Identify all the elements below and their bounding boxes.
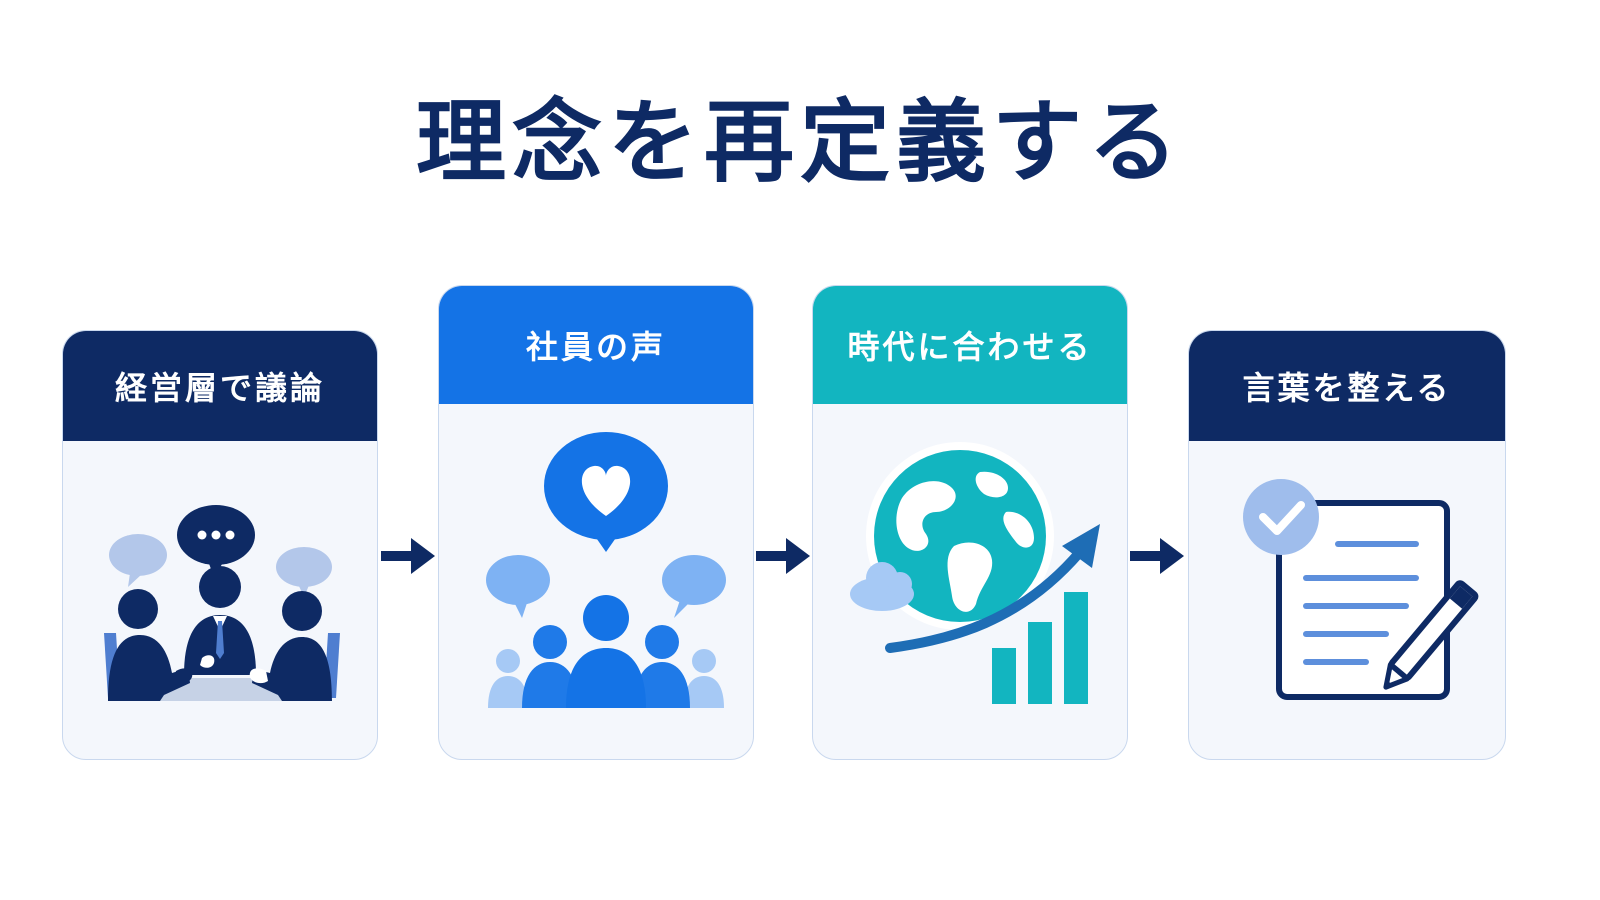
step-icon-area-4 (1189, 441, 1505, 759)
step-header-2: 社員の声 (439, 286, 753, 404)
document-checkmark-pen-icon (1243, 479, 1479, 700)
step-icon-area-1 (63, 441, 377, 759)
step-icon-area-2 (439, 404, 753, 759)
meeting-discussion-icon (104, 505, 340, 701)
arrow-right-icon (381, 538, 435, 574)
page-title: 理念を再定義する (416, 90, 1184, 195)
arrow-right-icon (1130, 538, 1184, 574)
employee-voice-heart-icon (486, 432, 726, 708)
step-card-2: 社員の声 (438, 285, 754, 760)
step-icon-area-3 (813, 404, 1127, 759)
step-card-3: 時代に合わせる (812, 285, 1128, 760)
step-label-4: 言葉を整える (1242, 369, 1452, 407)
step-header-4: 言葉を整える (1189, 331, 1505, 441)
step-label-2: 社員の声 (525, 328, 666, 366)
globe-growth-chart-icon (850, 442, 1100, 704)
arrow-right-icon (756, 538, 810, 574)
step-card-1: 経営層で議論 (62, 330, 378, 760)
step-label-3: 時代に合わせる (847, 328, 1093, 366)
step-header-3: 時代に合わせる (813, 286, 1127, 404)
step-card-4: 言葉を整える (1188, 330, 1506, 760)
step-label-1: 経営層で議論 (114, 369, 325, 407)
step-header-1: 経営層で議論 (63, 331, 377, 441)
